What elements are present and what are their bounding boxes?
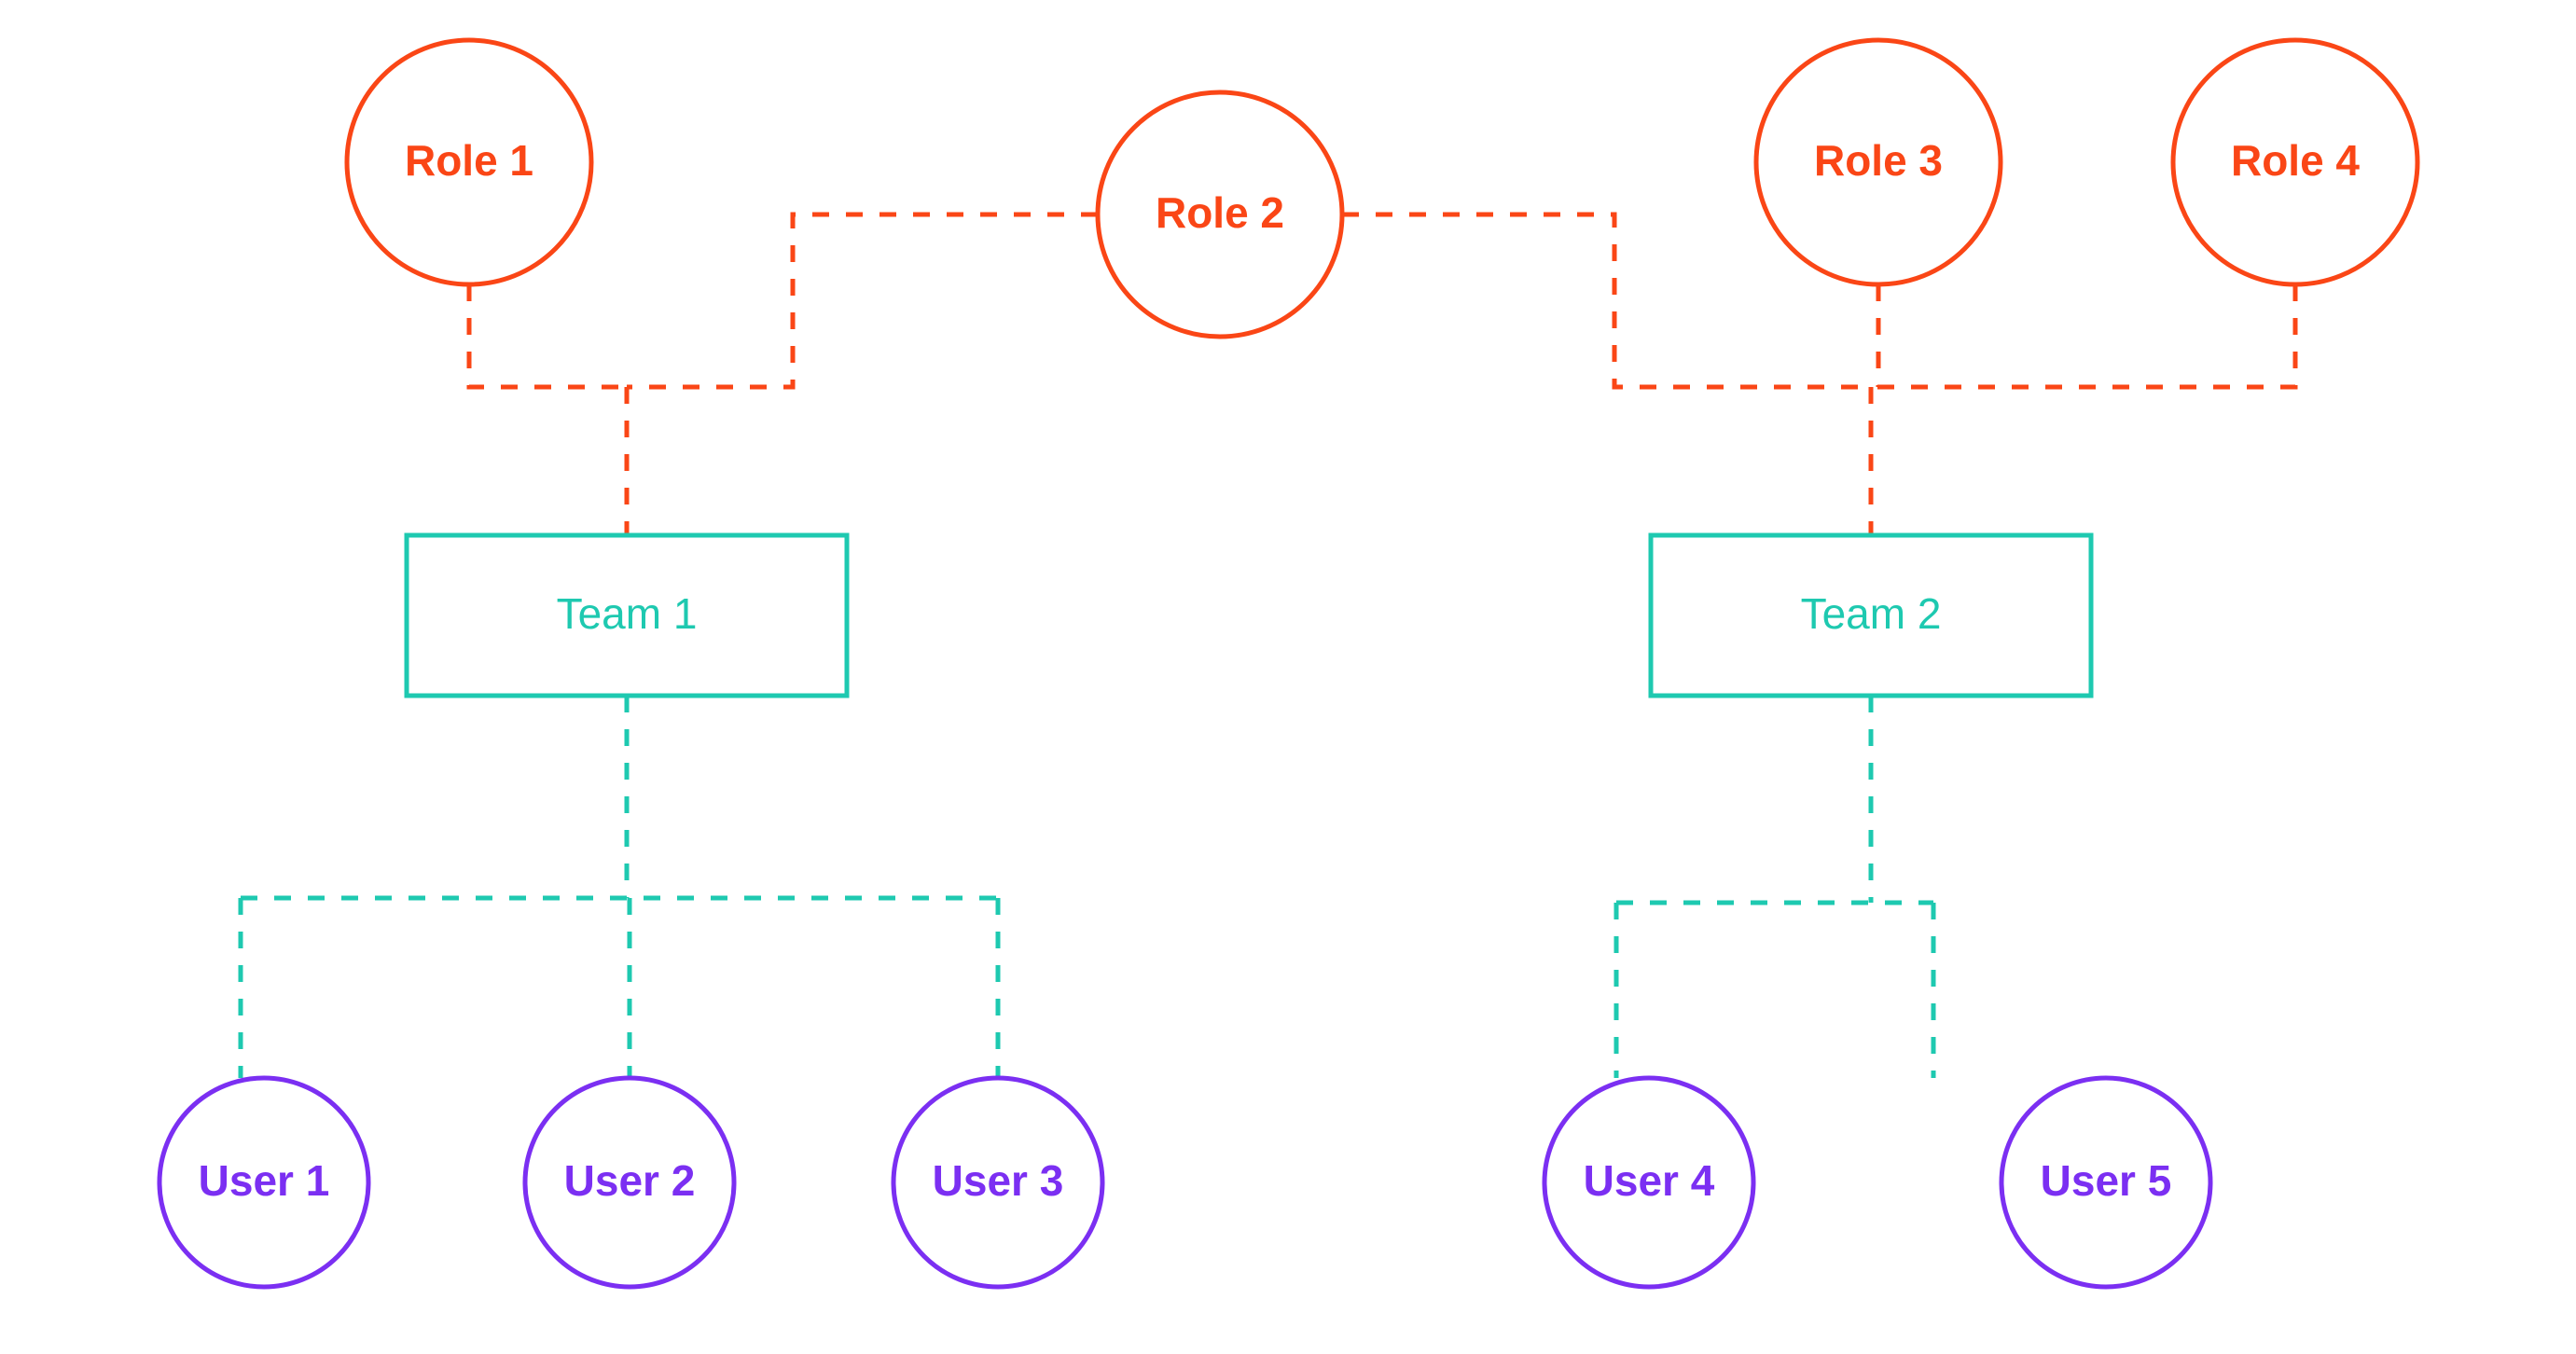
user-label: User 2 (564, 1156, 696, 1205)
user-label: User 4 (1584, 1156, 1715, 1205)
user-label: User 5 (2041, 1156, 2172, 1205)
user-node-group: User 1 User 2 User 3 User 4 User 5 (157, 1075, 2213, 1290)
team-node-group: Team 1 Team 2 (404, 532, 2094, 698)
role-node-group: Role 1 Role 2 Role 3 Role 4 (344, 37, 2420, 339)
user-circle[interactable] (522, 1075, 737, 1290)
edge-role2-team2 (1342, 212, 1871, 390)
role-circle[interactable] (1095, 90, 1345, 339)
user-circle[interactable] (157, 1075, 371, 1290)
role-label: Role 1 (405, 136, 533, 185)
role-circle[interactable] (2170, 37, 2420, 287)
team-user-edge-group (238, 696, 1936, 1078)
team-rect[interactable] (1648, 532, 2094, 698)
node-user-1[interactable]: User 1 (157, 1075, 371, 1290)
role-label: Role 3 (1814, 136, 1943, 185)
team-rect[interactable] (404, 532, 850, 698)
node-user-3[interactable]: User 3 (891, 1075, 1105, 1290)
edge-role1-team1 (466, 284, 627, 390)
user-label: User 3 (933, 1156, 1064, 1205)
user-label: User 1 (199, 1156, 330, 1205)
team-label: Team 2 (1801, 589, 1942, 638)
role-team-edge-group (466, 212, 2298, 535)
role-label: Role 2 (1156, 188, 1284, 237)
role-circle[interactable] (1753, 37, 2003, 287)
node-role-1[interactable]: Role 1 (344, 37, 594, 287)
node-role-3[interactable]: Role 3 (1753, 37, 2003, 287)
user-circle[interactable] (891, 1075, 1105, 1290)
user-circle[interactable] (1542, 1075, 1756, 1290)
role-circle[interactable] (344, 37, 594, 287)
edge-role4-team2 (1871, 284, 2298, 390)
node-role-2[interactable]: Role 2 (1095, 90, 1345, 339)
node-user-2[interactable]: User 2 (522, 1075, 737, 1290)
node-user-4[interactable]: User 4 (1542, 1075, 1756, 1290)
node-role-4[interactable]: Role 4 (2170, 37, 2420, 287)
node-user-5[interactable]: User 5 (1999, 1075, 2213, 1290)
edge-role2-team1 (627, 212, 1098, 390)
team-label: Team 1 (557, 589, 698, 638)
node-team-2[interactable]: Team 2 (1648, 532, 2094, 698)
user-circle[interactable] (1999, 1075, 2213, 1290)
role-label: Role 4 (2231, 136, 2360, 185)
node-team-1[interactable]: Team 1 (404, 532, 850, 698)
